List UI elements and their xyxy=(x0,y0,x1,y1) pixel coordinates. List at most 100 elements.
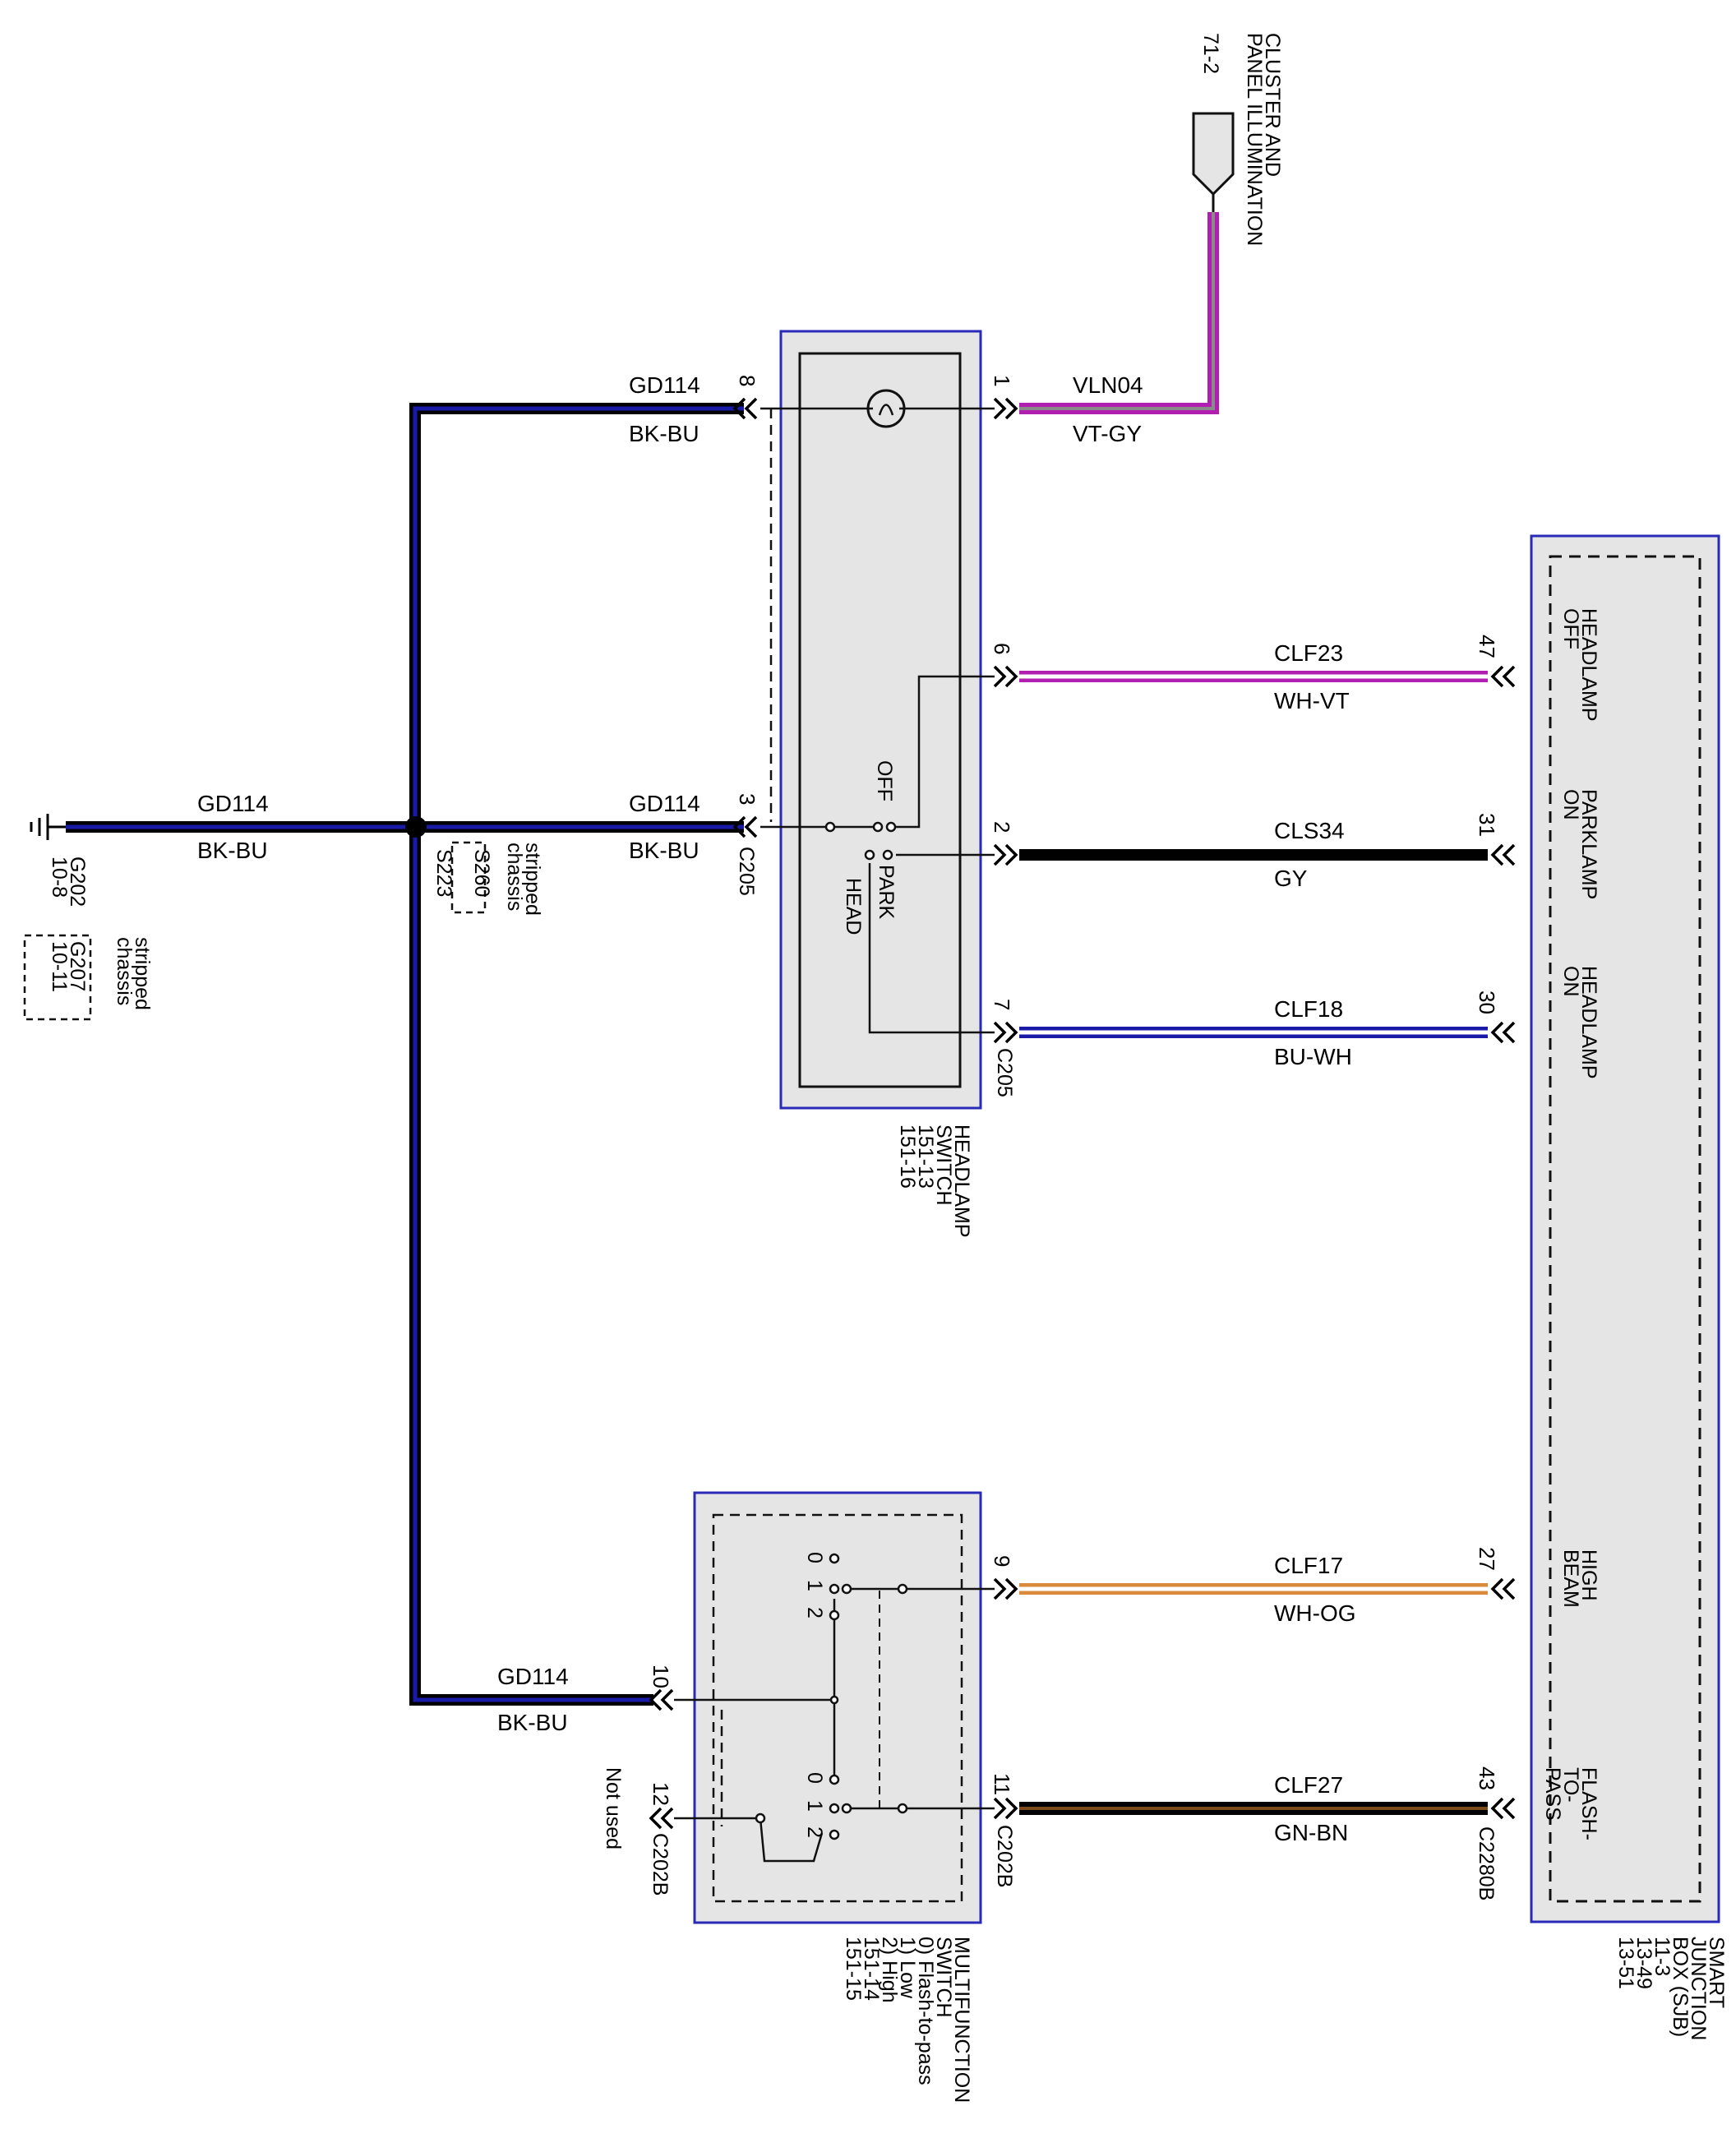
clf17-color-label: WH-OG xyxy=(1274,1600,1356,1626)
connector-c205-right: C205 xyxy=(993,1048,1016,1097)
gd114-pin8-color-label: BK-BU xyxy=(629,421,699,446)
headlamp-switch-contacts xyxy=(824,821,897,861)
splice-s223-dot xyxy=(405,816,427,838)
connector-c202b-right: C202B xyxy=(993,1825,1016,1887)
ground-alt-page: 10-11 xyxy=(48,941,71,992)
gd114-pin8-circuit-label: GD114 xyxy=(629,372,700,398)
sjb-label: SMART JUNCTION BOX (SJB) 11-3 13-49 13-5… xyxy=(1614,1937,1728,2040)
clf18-circuit-label: CLF18 xyxy=(1274,996,1343,1022)
pin-hs-3: 3 xyxy=(735,793,760,805)
svg-text:chassis: chassis xyxy=(113,937,136,1005)
headlamp-switch-internals xyxy=(760,407,995,1034)
splice-alt-note: stripped chassis xyxy=(503,843,544,916)
mf-ref-1: 151-14 xyxy=(860,1937,883,2001)
mf-lower-contact-1: 1 xyxy=(803,1800,826,1812)
connector-c2280b: C2280B xyxy=(1475,1826,1498,1900)
svg-text:SMART: SMART xyxy=(1705,1937,1728,2008)
hs-ref-1: 151-13 xyxy=(914,1124,937,1189)
splice-alt-box xyxy=(450,841,487,914)
gd114-ground-color-label: BK-BU xyxy=(197,838,268,863)
pin-sjb-31: 31 xyxy=(1475,813,1499,837)
splice-alt-ref: S260 xyxy=(470,849,493,897)
pin-sjb-43: 43 xyxy=(1475,1766,1499,1790)
hs-position-park: PARK xyxy=(875,865,898,920)
pin-hs-7: 7 xyxy=(990,999,1014,1010)
svg-text:MULTIFUNCTION: MULTIFUNCTION xyxy=(950,1937,973,2103)
mf-upper-contact-1: 1 xyxy=(803,1580,826,1591)
svg-text:stripped: stripped xyxy=(521,843,544,916)
ground-alt-ref: G207 xyxy=(66,941,89,991)
connector-c205-left: C205 xyxy=(735,847,758,896)
svg-text:PASS: PASS xyxy=(1541,1767,1564,1821)
pin-hs-2: 2 xyxy=(990,821,1014,833)
connector-c202b-left: C202B xyxy=(649,1833,672,1896)
vln04-circuit-label: VLN04 xyxy=(1073,372,1143,398)
mf-lower-contact-0: 0 xyxy=(803,1772,826,1784)
svg-text:stripped: stripped xyxy=(131,937,154,1010)
ground-ref: G202 xyxy=(66,857,89,907)
gd114-pin3-circuit-label: GD114 xyxy=(629,791,700,816)
pin-mf-9: 9 xyxy=(990,1555,1014,1567)
clf17-circuit-label: CLF17 xyxy=(1274,1553,1343,1578)
svg-text:HEADLAMP: HEADLAMP xyxy=(1577,608,1600,722)
cls34-circuit-label: CLS34 xyxy=(1274,818,1345,843)
ground-alt-note: stripped chassis xyxy=(113,937,154,1010)
clf18-color-label: BU-WH xyxy=(1274,1044,1352,1069)
pin-sjb-47: 47 xyxy=(1475,635,1499,658)
mf-pos-1: 1) Low xyxy=(896,1937,919,1999)
cluster-ref: 71-2 xyxy=(1199,33,1222,74)
pin-mf-10: 10 xyxy=(649,1665,673,1688)
connector-terminals xyxy=(649,397,1516,1830)
ground-page: 10-8 xyxy=(48,857,71,898)
svg-text:OFF: OFF xyxy=(1559,608,1582,649)
svg-text:BEAM: BEAM xyxy=(1559,1549,1582,1608)
pin-sjb-27: 27 xyxy=(1475,1547,1499,1571)
pin-hs-1: 1 xyxy=(990,375,1014,386)
mf-pos-2: 2) High xyxy=(878,1937,901,2003)
multifunction-switch-contacts xyxy=(755,1553,908,1840)
mf-upper-contact-2: 2 xyxy=(803,1607,826,1619)
svg-text:HIGH: HIGH xyxy=(1577,1549,1600,1601)
cls34-color-label: GY xyxy=(1274,866,1308,891)
hs-ref-2: 151-16 xyxy=(896,1124,919,1189)
ground-symbol-icon xyxy=(30,814,66,840)
svg-text:HEADLAMP: HEADLAMP xyxy=(1577,966,1600,1079)
multifunction-switch-label: MULTIFUNCTION SWITCH 0) Flash-to-pass 1)… xyxy=(842,1937,973,2103)
ground-alt-box xyxy=(23,934,92,1021)
splice-ref: S223 xyxy=(432,849,455,897)
mf-lower-contact-2: 2 xyxy=(803,1826,826,1838)
hs-position-head: HEAD xyxy=(842,878,865,935)
clf23-color-label: WH-VT xyxy=(1274,688,1350,713)
mf-pos-0: 0) Flash-to-pass xyxy=(914,1937,937,2085)
clf27-circuit-label: CLF27 xyxy=(1274,1772,1343,1798)
svg-text:TO-: TO- xyxy=(1559,1767,1582,1803)
svg-text:FLASH-: FLASH- xyxy=(1577,1767,1600,1840)
pin-sjb-30: 30 xyxy=(1475,990,1499,1014)
ground-circuit xyxy=(66,403,744,1706)
cluster-label: CLUSTER AND PANEL ILLUMINATION xyxy=(1243,33,1284,246)
vln04-wire xyxy=(1019,212,1219,414)
clf27-color-label: GN-BN xyxy=(1274,1820,1348,1845)
ground-label: G202 10-8 xyxy=(48,857,89,907)
sjb-function-flash-to-pass: FLASH-TO-PASS xyxy=(1541,1767,1600,1840)
svg-text:ON: ON xyxy=(1559,789,1582,820)
illumination-bulb-icon xyxy=(866,389,906,428)
pin-hs-6: 6 xyxy=(990,643,1014,654)
svg-text:PANEL ILLUMINATION: PANEL ILLUMINATION xyxy=(1243,33,1266,246)
mf-upper-contact-0: 0 xyxy=(803,1552,826,1563)
mf-ref-2: 151-15 xyxy=(842,1937,865,2001)
headlamp-switch-label: HEADLAMP SWITCH 151-13 151-16 xyxy=(896,1124,973,1238)
svg-text:BOX (SJB): BOX (SJB) xyxy=(1669,1937,1692,2037)
gd114-pin3-color-label: BK-BU xyxy=(629,838,699,863)
pin-hs-8: 8 xyxy=(735,375,760,386)
headlamp-switch-component xyxy=(769,330,982,1110)
vln04-color-label: VT-GY xyxy=(1073,421,1142,446)
svg-text:SWITCH: SWITCH xyxy=(932,1124,955,1206)
svg-text:ON: ON xyxy=(1559,966,1582,997)
cluster-connector-icon xyxy=(1192,112,1235,196)
sjb-ref-1: 11-3 xyxy=(1651,1937,1674,1976)
